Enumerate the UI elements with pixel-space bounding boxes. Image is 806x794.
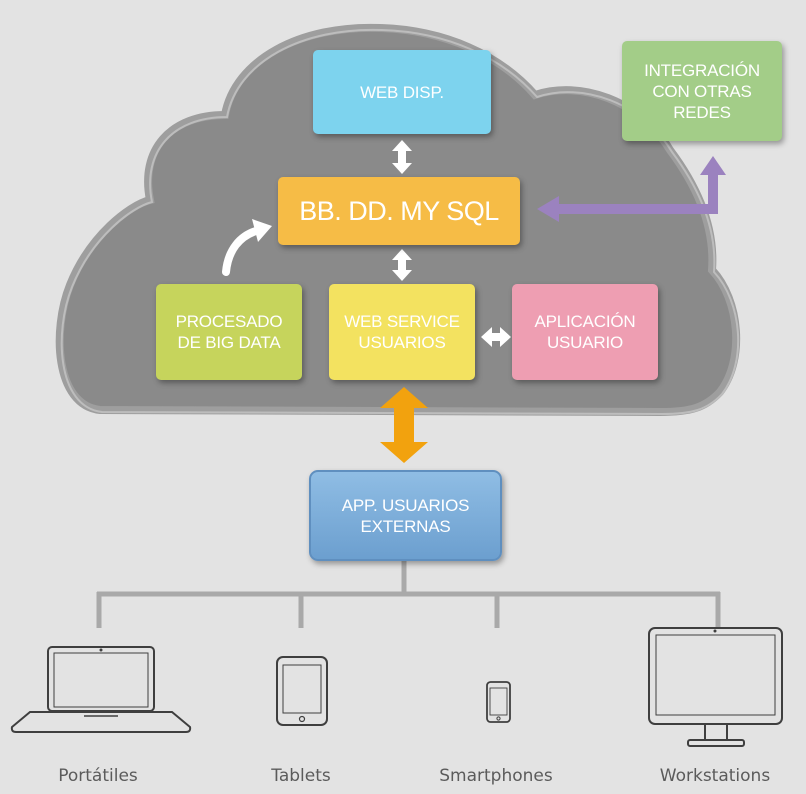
laptop-icon	[10, 646, 192, 733]
device-label-smartphones: Smartphones	[439, 766, 553, 786]
big-data-box: PROCESADO DE BIG DATA	[156, 284, 302, 380]
purple-arrow-integracion	[537, 156, 726, 222]
user-application-box: APLICACIÓN USUARIO	[512, 284, 658, 380]
web-disp-box: WEB DISP.	[313, 50, 491, 134]
orange-arrow-cloud-app	[380, 387, 428, 463]
integration-box: INTEGRACIÓN CON OTRAS REDES	[622, 41, 782, 141]
device-connector-lines	[96, 561, 721, 628]
device-label-portatiles: Portátiles	[58, 766, 138, 786]
arrow-web-bbdd	[392, 140, 412, 174]
arrow-bbdd-webservice	[392, 249, 412, 281]
external-apps-box: APP. USUARIOS EXTERNAS	[309, 470, 502, 561]
device-label-tablets: Tablets	[271, 766, 331, 786]
monitor-icon	[648, 627, 783, 747]
database-box: BB. DD. MY SQL	[278, 177, 520, 245]
smartphone-icon	[486, 681, 511, 723]
web-service-box: WEB SERVICE USUARIOS	[329, 284, 475, 380]
tablet-icon	[276, 656, 328, 726]
arrow-webservice-aplicacion	[481, 327, 511, 347]
curved-arrow-bigdata-bbdd	[222, 219, 272, 276]
device-label-workstations: Workstations	[659, 766, 771, 786]
